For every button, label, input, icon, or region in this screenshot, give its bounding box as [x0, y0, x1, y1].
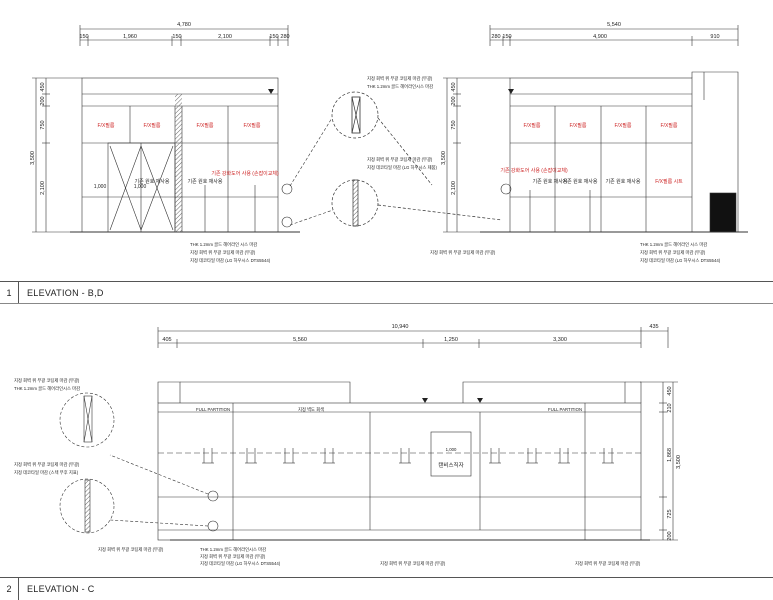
title-bar-elevation-c: 2 ELEVATION - C — [0, 577, 773, 600]
dim-c-h2: 1,868 — [667, 448, 673, 462]
dim-d-h2: 750 — [451, 120, 457, 129]
dim-b-seg-1: 1,960 — [123, 34, 137, 40]
dim-c-seg-3: 3,300 — [553, 337, 567, 343]
dim-b-h1: 200 — [40, 96, 46, 105]
panel-label-d-0: F/X필름 — [524, 122, 541, 129]
center-box-small: 1,000 — [446, 447, 457, 452]
dim-c-h4: 200 — [667, 531, 673, 540]
detail-note-b-1: 지정 데코타일 마감 (LG 하우시스 제품) — [367, 164, 437, 171]
c-left-note-a-0: 지정 회벽 위 무광 코팅제 마감 (무광) — [14, 377, 80, 384]
c-bottom-mid-2: 지정 데코타일 마감 (LG 하우시스 DTS5544) — [200, 560, 281, 567]
dim-b-seg-3: 2,100 — [218, 34, 232, 40]
panel-label-d-1: F/X필름 — [570, 122, 587, 129]
panel-label-d-3: F/X필름 — [661, 122, 678, 129]
c-bottom-right-2: 지정 회벽 위 무광 코팅제 마감 (무광) — [575, 560, 641, 567]
dim-b-h3: 2,100 — [40, 181, 46, 195]
dim-b-height: 3,500 — [30, 151, 36, 165]
panel-label-b-3: F/X필름 — [244, 122, 261, 129]
panel-label-b-2: F/X필름 — [197, 122, 214, 129]
elevation-c — [59, 327, 678, 541]
c-left-note-a-1: THK 1.2mm 골드 헤어라인시스 마감 — [14, 385, 80, 392]
d-note-0: THK 1.2mm 골드 헤어라인 시스 마감 — [640, 241, 707, 248]
door-labels: 기존 원호 재사용 기존 원호 재사용 1,000 1,000 기존 원호 재사… — [94, 178, 641, 190]
dim-c-height: 3,500 — [676, 455, 682, 469]
detail-bubbles-top — [331, 91, 503, 227]
dim-d-seg-0: 280 — [491, 34, 500, 40]
door-label-d-2: 기존 원호 재사용 — [533, 178, 568, 185]
dim-d-seg-2: 4,900 — [593, 34, 607, 40]
dimension-texts: 4,780 150 1,960 150 2,100 150 280 5,540 … — [79, 22, 719, 343]
dim-c-seg-0: 405 — [162, 337, 171, 343]
dim-d-seg-3: 910 — [710, 34, 719, 40]
dim-c-h0: 450 — [667, 386, 673, 395]
dim-d-overall: 5,540 — [607, 22, 621, 28]
c-bottom-right-1: 지정 회벽 위 무광 코팅제 마감 (무광) — [380, 560, 446, 567]
panel-label-b-0: F/X필름 — [98, 122, 115, 129]
d-note-2: 지정 데코타일 마감 (LG 하우시스 DTS5544) — [640, 257, 721, 264]
dim-b-h2: 750 — [40, 120, 46, 129]
detail-note-a-0: 지정 회벽 위 무광 코팅제 마감 (무광) — [367, 75, 433, 82]
socket-marks — [202, 448, 614, 464]
title-text: ELEVATION - C — [27, 584, 95, 594]
c-left-note-b-1: 지정 데코타일 마감 (스텍 무후 지표) — [14, 469, 79, 476]
partition-left: FULL PARTITION — [196, 407, 230, 412]
b-note-2: 지정 데코타일 마감 (LG 하우시스 DTS5544) — [190, 257, 271, 264]
divider — [0, 303, 773, 304]
red-note-d-right: F/X필름 시트 — [655, 178, 683, 185]
dim-c-seg-2: 1,250 — [444, 337, 458, 343]
dim-c-overall-right: 435 — [649, 324, 658, 330]
door-label-b-0: 기존 원호 재사용 — [135, 178, 170, 185]
elevation-b — [32, 25, 334, 233]
title-number: 1 — [0, 282, 19, 304]
vertical-dim-texts: 3,500 450 200 750 2,100 3,500 450 200 75… — [30, 82, 682, 540]
c-mid-note: 지정 벽도 회색 — [298, 406, 324, 413]
dim-b-seg-5: 280 — [280, 34, 289, 40]
b-note-0: THK 1.2mm 골드 헤어라인 시스 마감 — [190, 241, 257, 248]
dim-c-h3: 725 — [667, 509, 673, 518]
c-left-note-b-0: 지정 회벽 위 무광 코팅제 마감 (무광) — [14, 461, 80, 468]
dim-b-seg-2: 150 — [172, 34, 181, 40]
partition-right: FULL PARTITION — [548, 407, 582, 412]
level-arrows — [268, 89, 514, 403]
title-bar-elevation-bd: 1 ELEVATION - B,D — [0, 281, 773, 304]
detail-note-a-1: THK 1.2mm 골드 헤어라인시스 마감 — [367, 83, 433, 90]
dim-d-height: 3,500 — [441, 151, 447, 165]
red-note-d-left: 기존 강화도어 사용 (손잡이교체) — [500, 167, 568, 174]
d-left-note: 지정 회벽 위 무광 코팅제 마감 (무광) — [430, 249, 496, 256]
dim-d-seg-1: 150 — [502, 34, 511, 40]
d-note-1: 지정 회벽 위 무광 코팅제 마감 (무광) — [640, 249, 706, 256]
c-bottom-left: 지정 회벽 위 무광 코팅제 마감 (무광) — [98, 546, 164, 553]
dim-c-seg-1: 5,560 — [293, 337, 307, 343]
b-small-left: 1,000 — [94, 184, 107, 190]
dim-d-h0: 450 — [451, 82, 457, 91]
c-bottom-mid-0: THK 1.2mm 골드 헤어라인시스 마감 — [200, 546, 266, 553]
detail-notes: 지정 회벽 위 무광 코팅제 마감 (무광) THK 1.2mm 골드 헤어라인… — [14, 75, 721, 567]
dim-d-h1: 200 — [451, 96, 457, 105]
title-number: 2 — [0, 578, 19, 600]
dim-b-h0: 450 — [40, 82, 46, 91]
dim-d-h3: 2,100 — [451, 181, 457, 195]
panel-labels: F/X필름 F/X필름 F/X필름 F/X필름 기존 강화도어 사용 (손잡이교… — [98, 122, 684, 185]
b-note-1: 지정 회벽 위 무광 코팅제 마감 (무광) — [190, 249, 256, 256]
dim-c-overall: 10,940 — [392, 324, 409, 330]
door-label-b-1: 기존 원호 재사용 — [188, 178, 223, 185]
dim-b-overall: 4,780 — [177, 22, 191, 28]
dim-b-seg-0: 150 — [79, 34, 88, 40]
door-label-d-1: 기존 원호 재사용 — [606, 178, 641, 185]
dim-b-seg-4: 150 — [269, 34, 278, 40]
b-small-mid: 1,000 — [134, 184, 147, 190]
red-note-b: 기존 강화도어 사용 (손잡이교체) — [211, 170, 279, 177]
door-label-d-0: 기존 원호 재사용 — [563, 178, 598, 185]
c-bottom-mid-1: 지정 회벽 위 무광 코팅제 마감 (무광) — [200, 553, 266, 560]
elevation-d — [443, 25, 748, 233]
detail-note-b-0: 지정 회벽 위 무광 코팅제 마감 (무광) — [367, 156, 433, 163]
dim-c-h1: 210 — [667, 403, 673, 412]
title-text: ELEVATION - B,D — [27, 288, 104, 298]
panel-label-b-1: F/X필름 — [144, 122, 161, 129]
panel-label-d-2: F/X필름 — [615, 122, 632, 129]
center-box-label: 탠비스직자 — [438, 461, 463, 469]
